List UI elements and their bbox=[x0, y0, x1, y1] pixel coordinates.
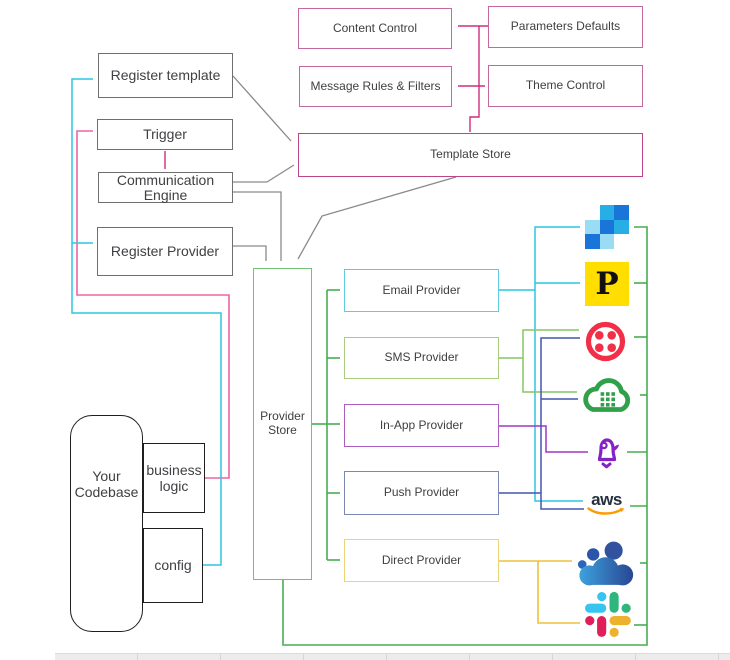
window-edge-strip bbox=[55, 653, 730, 660]
node-label: Communication Engine bbox=[116, 171, 215, 203]
node-label: SMS Provider bbox=[384, 350, 459, 365]
node-label: Register Provider bbox=[110, 243, 220, 260]
slack-icon bbox=[585, 591, 631, 638]
edges-controls bbox=[164, 25, 488, 169]
node-label: Email Provider bbox=[382, 282, 461, 297]
edge-businesslogic-trigger bbox=[76, 130, 230, 479]
node-label: Your Codebase bbox=[74, 468, 139, 501]
node-label: Register template bbox=[110, 67, 221, 84]
node-config: config bbox=[143, 528, 203, 603]
node-label: Parameters Defaults bbox=[510, 19, 621, 34]
node-direct-provider: Direct Provider bbox=[344, 539, 499, 582]
node-label: Message Rules & Filters bbox=[310, 78, 441, 93]
edges-green-loop bbox=[282, 226, 648, 646]
node-push-provider: Push Provider bbox=[344, 471, 499, 515]
node-label: business logic bbox=[146, 461, 202, 494]
edges-gray bbox=[232, 75, 457, 261]
node-communication-engine: Communication Engine bbox=[98, 172, 233, 203]
node-content-control: Content Control bbox=[298, 8, 452, 49]
node-label: Direct Provider bbox=[381, 552, 462, 567]
node-inapp-provider: In-App Provider bbox=[344, 404, 499, 447]
edge-inapp-bell bbox=[499, 425, 588, 453]
aws-icon: aws bbox=[587, 490, 626, 520]
node-provider-store: Provider Store bbox=[253, 268, 312, 580]
node-sms-provider: SMS Provider bbox=[344, 337, 499, 379]
node-register-template: Register template bbox=[98, 53, 233, 98]
aws-wordmark: aws bbox=[591, 490, 622, 509]
sms-dialpad-cloud-icon bbox=[580, 374, 636, 418]
node-your-codebase: Your Codebase bbox=[70, 415, 143, 632]
sendgrid-icon bbox=[585, 205, 629, 249]
node-email-provider: Email Provider bbox=[344, 269, 499, 312]
edges-provider-store bbox=[312, 289, 340, 561]
node-register-provider: Register Provider bbox=[97, 227, 233, 276]
node-label: Trigger bbox=[143, 126, 187, 143]
node-label: Theme Control bbox=[525, 78, 606, 93]
edges-push-provider bbox=[499, 337, 584, 510]
people-cloud-icon bbox=[577, 538, 636, 588]
notification-bell-icon bbox=[591, 432, 622, 471]
node-message-rules-filters: Message Rules & Filters bbox=[299, 66, 452, 107]
edges-direct-provider bbox=[499, 560, 580, 624]
node-label: Template Store bbox=[430, 147, 511, 162]
node-business-logic: business logic bbox=[143, 443, 205, 513]
node-template-store: Template Store bbox=[298, 133, 643, 177]
postmark-icon: P bbox=[585, 262, 629, 306]
node-label: In-App Provider bbox=[379, 417, 464, 432]
postmark-letter: P bbox=[595, 266, 619, 302]
node-parameters-defaults: Parameters Defaults bbox=[488, 6, 643, 48]
node-label: Provider Store bbox=[260, 409, 305, 437]
node-theme-control: Theme Control bbox=[488, 65, 643, 107]
node-label: Content Control bbox=[332, 20, 418, 35]
edges-sms-provider bbox=[499, 329, 579, 393]
twilio-icon bbox=[583, 319, 628, 364]
edges-email-provider bbox=[499, 226, 583, 502]
node-label: Push Provider bbox=[383, 485, 460, 500]
node-trigger: Trigger bbox=[97, 119, 233, 150]
node-label: config bbox=[154, 557, 192, 574]
aws-smile-swoosh bbox=[587, 507, 625, 515]
edges-config bbox=[71, 78, 222, 566]
